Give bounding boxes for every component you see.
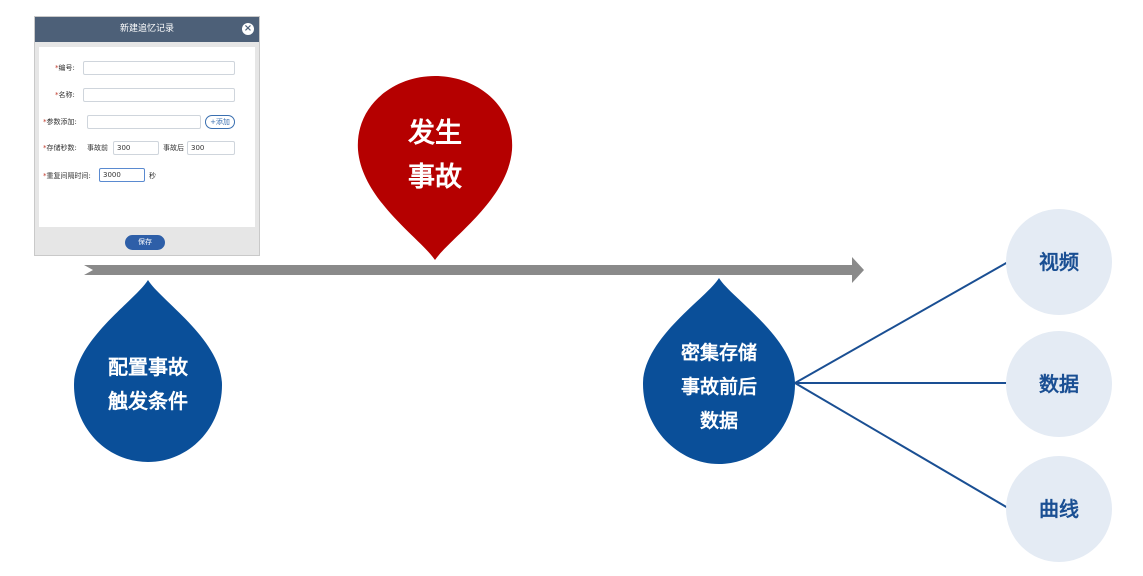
connector-curve — [794, 382, 1009, 509]
output-video: 视频 — [1006, 209, 1112, 315]
output-data: 数据 — [1006, 331, 1112, 437]
save-button[interactable]: 保存 — [125, 235, 165, 250]
interval-input[interactable]: 3000 — [99, 168, 145, 182]
new-record-dialog: 新建追忆记录 × *编号: *名称: *参数添加: +添加 *存储秒数: 事故前… — [34, 16, 260, 256]
before-seconds-input[interactable]: 300 — [113, 141, 159, 155]
storage-label: *存储秒数: — [43, 144, 77, 152]
code-label: *编号: — [55, 64, 75, 72]
store-drop-shape — [643, 278, 795, 464]
connector-video — [794, 261, 1009, 384]
output-curve: 曲线 — [1006, 456, 1112, 562]
trigger-label: 配置事故 触发条件 — [108, 355, 188, 413]
add-param-button[interactable]: +添加 — [205, 115, 235, 129]
after-seconds-input[interactable]: 300 — [187, 141, 235, 155]
dialog-title: 新建追忆记录 — [119, 24, 174, 34]
accident-drop-shape — [357, 76, 513, 260]
trigger-drop-shape — [74, 280, 222, 462]
interval-label: *重复间隔时间: — [43, 172, 91, 180]
close-icon[interactable]: × — [242, 23, 254, 35]
param-label: *参数添加: — [43, 118, 77, 126]
accident-label: 发生 事故 — [408, 118, 462, 193]
dialog-header: 新建追忆记录 × — [35, 17, 259, 42]
interval-unit: 秒 — [149, 172, 156, 180]
before-label: 事故前 — [87, 144, 108, 152]
timeline-arrow — [84, 257, 864, 283]
name-input[interactable] — [83, 88, 235, 102]
code-input[interactable] — [83, 61, 235, 75]
dialog-body: *编号: *名称: *参数添加: +添加 *存储秒数: 事故前 300 事故后 … — [39, 47, 255, 227]
param-input[interactable] — [87, 115, 201, 129]
after-label: 事故后 — [163, 144, 184, 152]
store-label: 密集存储 事故前后 数据 — [680, 342, 757, 432]
name-label: *名称: — [55, 91, 75, 99]
